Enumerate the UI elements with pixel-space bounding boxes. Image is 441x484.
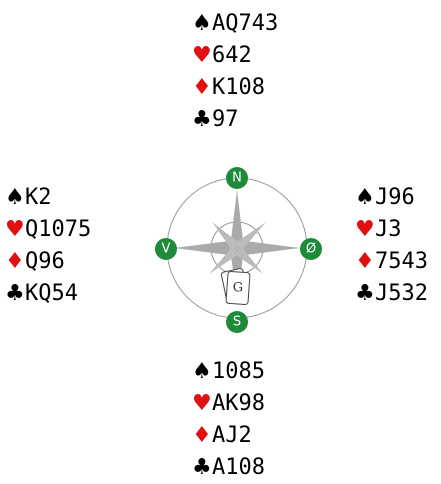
dealer-card-label: G xyxy=(233,281,243,296)
hand-south: ♠1085 ♥AK98 ♦AJ2 ♣A108 xyxy=(192,356,265,484)
suit-line-clubs: ♣J532 xyxy=(355,278,428,310)
north-spades: AQ743 xyxy=(212,11,279,36)
suit-line-spades: ♠J96 xyxy=(355,182,428,214)
heart-icon: ♥ xyxy=(192,391,212,416)
suit-line-clubs: ♣KQ54 xyxy=(5,278,91,310)
north-hearts: 642 xyxy=(212,43,252,68)
north-diamonds: K108 xyxy=(212,75,265,100)
diamond-icon: ♦ xyxy=(5,249,25,274)
rose-point-se xyxy=(235,247,263,274)
direction-west-label: V xyxy=(162,242,171,257)
direction-south-badge: S xyxy=(226,311,248,333)
direction-east-label: Ø xyxy=(306,242,316,257)
suit-line-hearts: ♥Q1075 xyxy=(5,214,91,246)
west-diamonds: Q96 xyxy=(25,249,65,274)
suit-line-diamonds: ♦Q96 xyxy=(5,246,91,278)
west-clubs: KQ54 xyxy=(25,281,78,306)
spade-icon: ♠ xyxy=(355,185,375,210)
suit-line-diamonds: ♦K108 xyxy=(192,72,278,104)
east-spades: J96 xyxy=(375,185,415,210)
south-diamonds: AJ2 xyxy=(212,423,252,448)
rose-point-ne xyxy=(235,222,266,250)
club-icon: ♣ xyxy=(355,281,375,306)
heart-icon: ♥ xyxy=(5,217,25,242)
suit-line-clubs: ♣A108 xyxy=(192,452,265,484)
south-clubs: A108 xyxy=(212,455,265,480)
suit-line-clubs: ♣97 xyxy=(192,104,278,136)
hand-east: ♠J96 ♥J3 ♦7543 ♣J532 xyxy=(355,182,428,310)
heart-icon: ♥ xyxy=(192,43,212,68)
diamond-icon: ♦ xyxy=(355,249,375,274)
heart-icon: ♥ xyxy=(355,217,375,242)
rose-point-north xyxy=(231,190,243,248)
suit-line-spades: ♠1085 xyxy=(192,356,265,388)
rose-point-east xyxy=(237,241,300,255)
dealer-cards: G xyxy=(220,268,251,306)
east-hearts: J3 xyxy=(375,217,402,242)
spade-icon: ♠ xyxy=(192,359,212,384)
suit-line-spades: ♠AQ743 xyxy=(192,8,278,40)
direction-north-badge: N xyxy=(226,167,248,189)
north-clubs: 97 xyxy=(212,107,239,132)
direction-south-label: S xyxy=(233,315,241,330)
hand-west: ♠K2 ♥Q1075 ♦Q96 ♣KQ54 xyxy=(5,182,91,310)
club-icon: ♣ xyxy=(192,455,212,480)
diamond-icon: ♦ xyxy=(192,75,212,100)
west-spades: K2 xyxy=(25,185,52,210)
direction-east-badge: Ø xyxy=(300,238,322,260)
suit-line-hearts: ♥J3 xyxy=(355,214,428,246)
west-hearts: Q1075 xyxy=(25,217,92,242)
suit-line-hearts: ♥642 xyxy=(192,40,278,72)
rose-point-nw xyxy=(212,222,239,250)
south-hearts: AK98 xyxy=(212,391,265,416)
suit-line-spades: ♠K2 xyxy=(5,182,91,214)
suit-line-diamonds: ♦AJ2 xyxy=(192,420,265,452)
east-diamonds: 7543 xyxy=(375,249,428,274)
club-icon: ♣ xyxy=(192,107,212,132)
spade-icon: ♠ xyxy=(192,11,212,36)
rose-point-sw xyxy=(209,247,239,274)
club-icon: ♣ xyxy=(5,281,25,306)
south-spades: 1085 xyxy=(212,359,265,384)
east-clubs: J532 xyxy=(375,281,428,306)
spade-icon: ♠ xyxy=(5,185,25,210)
rose-point-west xyxy=(174,241,237,255)
diamond-icon: ♦ xyxy=(192,423,212,448)
suit-line-hearts: ♥AK98 xyxy=(192,388,265,420)
direction-north-label: N xyxy=(232,171,242,186)
direction-west-badge: V xyxy=(155,238,177,260)
hand-north: ♠AQ743 ♥642 ♦K108 ♣97 xyxy=(192,8,278,136)
suit-line-diamonds: ♦7543 xyxy=(355,246,428,278)
